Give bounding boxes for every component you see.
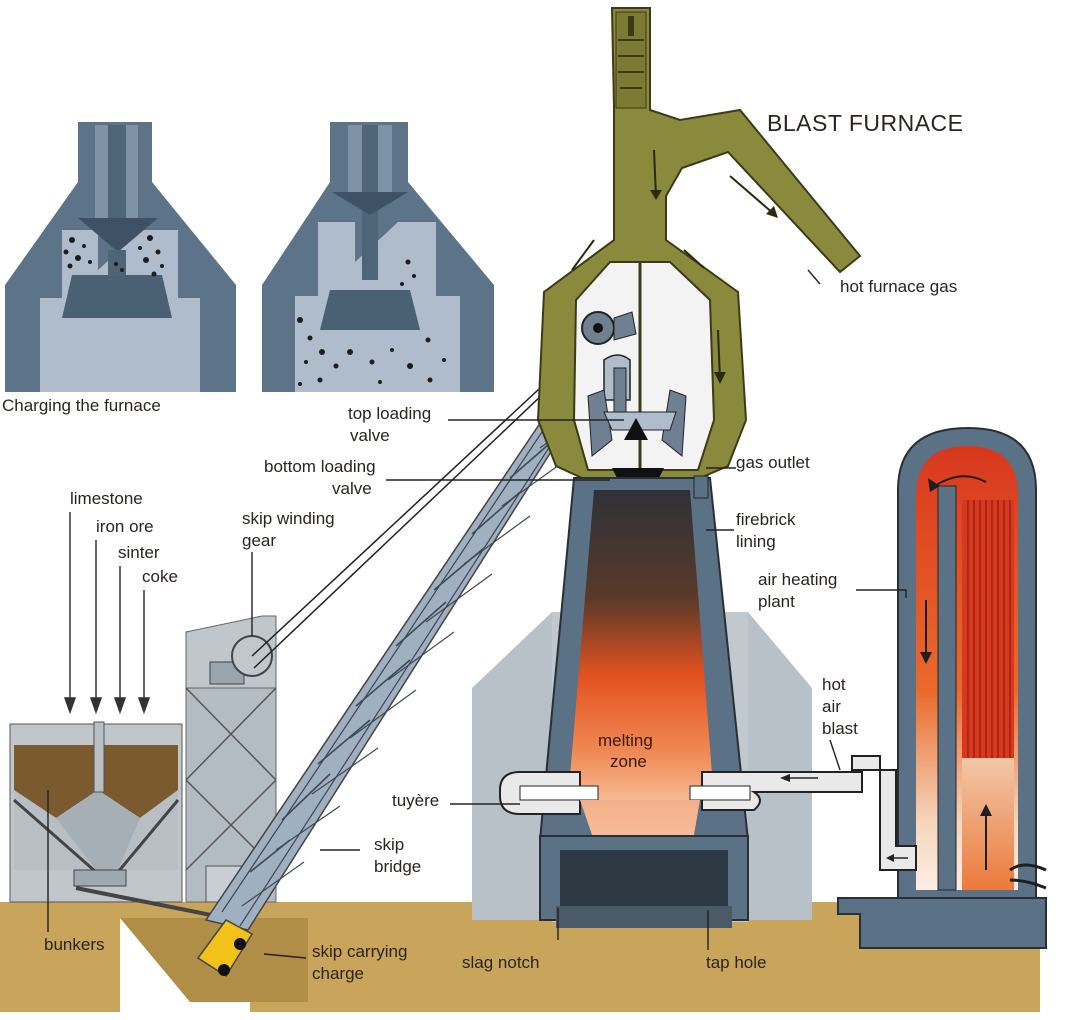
furnace-stack: [499, 475, 863, 928]
label-firebrick-lining-line2: lining: [736, 532, 776, 551]
air-heating-plant: [837, 426, 1047, 949]
charging-inset-right: [262, 122, 494, 392]
label-skip-bridge-line1: skip: [374, 835, 404, 854]
charge-input-arrows: [63, 512, 151, 715]
label-melting-zone-line1: melting: [598, 731, 653, 750]
label-hot-air-blast-line1: hot: [822, 675, 846, 694]
label-gas-outlet: gas outlet: [736, 453, 810, 472]
label-air-heating-plant-line2: plant: [758, 592, 795, 611]
charging-inset-left: [5, 122, 236, 392]
label-firebrick-lining-line1: firebrick: [736, 510, 796, 529]
label-skip-bridge-line2: bridge: [374, 857, 421, 876]
label-hot-furnace-gas: hot furnace gas: [840, 277, 957, 296]
label-coke: coke: [142, 567, 178, 586]
label-limestone: limestone: [70, 489, 143, 508]
label-top-loading-valve-line1: top loading: [348, 404, 431, 423]
label-skip-winding-gear-line2: gear: [242, 531, 276, 550]
label-tuyere: tuyère: [392, 791, 439, 810]
label-air-heating-plant-line1: air heating: [758, 570, 837, 589]
furnace-shell: [536, 7, 862, 484]
label-slag-notch: slag notch: [462, 953, 540, 972]
label-melting-zone-line2: zone: [610, 752, 647, 771]
label-hot-air-blast-line2: air: [822, 697, 841, 716]
label-hot-air-blast-line3: blast: [822, 719, 858, 738]
winding-house: [185, 615, 277, 903]
bunkers: [9, 721, 217, 918]
skip-carrying-charge: [196, 919, 254, 978]
label-bottom-loading-valve-line2: valve: [332, 479, 372, 498]
label-top-loading-valve-line2: valve: [350, 426, 390, 445]
label-skip-carrying-charge-line2: charge: [312, 964, 364, 983]
label-iron-ore: iron ore: [96, 517, 154, 536]
inset-caption: Charging the furnace: [2, 396, 161, 415]
label-skip-winding-gear-line1: skip winding: [242, 509, 335, 528]
diagram-title: BLAST FURNACE: [767, 110, 964, 136]
leader-lines: [47, 269, 907, 959]
label-bunkers: bunkers: [44, 935, 104, 954]
label-sinter: sinter: [118, 543, 160, 562]
label-tap-hole: tap hole: [706, 953, 767, 972]
label-bottom-loading-valve-line1: bottom loading: [264, 457, 376, 476]
label-skip-carrying-charge-line1: skip carrying: [312, 942, 407, 961]
